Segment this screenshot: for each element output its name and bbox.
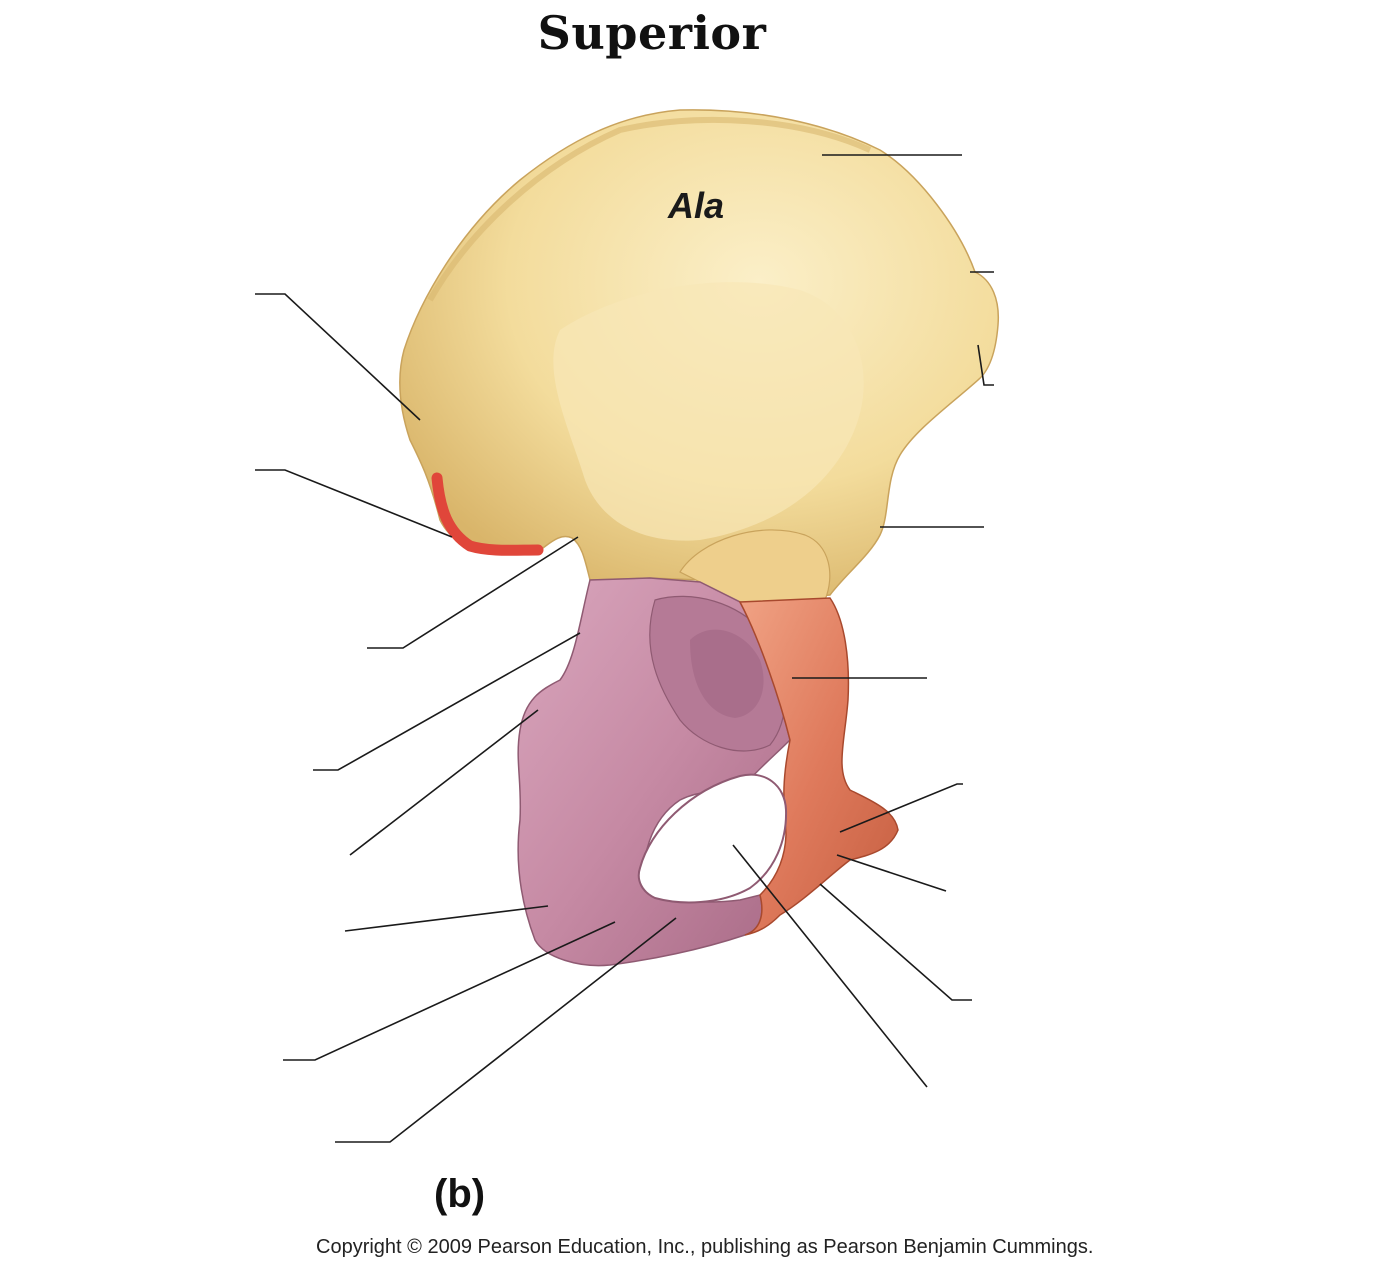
leader-line-right-6	[839, 783, 963, 833]
leader-line-left-5	[349, 709, 539, 856]
copyright-notice: Copyright © 2009 Pearson Education, Inc.…	[316, 1236, 1094, 1258]
highlight-marker	[431, 472, 544, 556]
leader-line-right-8	[819, 883, 972, 1001]
leader-line-left-4	[313, 632, 581, 771]
iliac-crest-rim	[427, 116, 872, 302]
leader-line-right-9	[732, 844, 928, 1088]
panel-label: (b)	[434, 1172, 486, 1216]
leader-line-left-1	[255, 293, 421, 421]
leader-line-left-2	[255, 469, 453, 538]
leader-line-left-8	[335, 917, 677, 1143]
diagram-title: Superior	[537, 6, 767, 60]
leader-line-right-3	[977, 344, 994, 386]
greater-sciatic-opening	[679, 529, 831, 603]
leader-line-left-7	[283, 921, 616, 1061]
leader-line-right-7	[836, 854, 947, 892]
pubis-region	[738, 597, 899, 936]
obturator-foramen	[637, 773, 788, 904]
leader-line-left-6	[344, 905, 549, 932]
leader-line-left-3	[367, 536, 579, 649]
iliac-fossa	[553, 282, 864, 541]
ala-label: Ala	[667, 185, 724, 226]
acetabular-fossa	[690, 629, 764, 718]
